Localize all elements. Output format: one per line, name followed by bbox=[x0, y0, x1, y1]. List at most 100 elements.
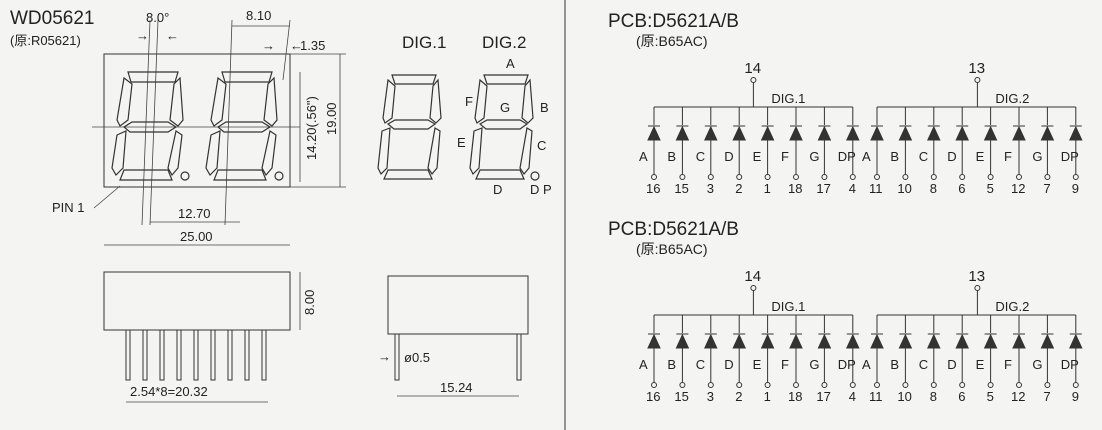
led-pin-terminal bbox=[1044, 382, 1051, 388]
pin-number: 16 bbox=[646, 389, 660, 404]
segment-name: D bbox=[724, 149, 733, 164]
pin-number: 6 bbox=[958, 389, 965, 404]
led-pin-terminal bbox=[707, 174, 714, 180]
circuit-title: PCB:D5621A/B bbox=[608, 219, 739, 240]
common-pin-terminal bbox=[750, 77, 757, 83]
segment-name: A bbox=[639, 149, 648, 164]
dim-row-spacing: 15.24 bbox=[440, 380, 473, 395]
segment-name: F bbox=[1004, 149, 1012, 164]
led-diode-icon bbox=[927, 125, 941, 141]
pin-number: 17 bbox=[816, 181, 830, 196]
led-pin-terminal bbox=[1072, 382, 1079, 388]
seg-letter-d: D bbox=[493, 182, 502, 197]
pin-number: 2 bbox=[735, 389, 742, 404]
segment-name: DP bbox=[1061, 149, 1079, 164]
led-pin-terminal bbox=[821, 174, 828, 180]
led-diode-icon bbox=[927, 333, 941, 349]
segment-name: C bbox=[696, 357, 705, 372]
led-diode-icon bbox=[647, 333, 661, 349]
dim-body-height: 19.00 bbox=[324, 102, 339, 135]
led-pin-terminal bbox=[821, 382, 828, 388]
segment-name: G bbox=[809, 357, 819, 372]
segment-name: F bbox=[781, 357, 789, 372]
digit-group-label: DIG.2 bbox=[995, 91, 1029, 106]
front-digit-2 bbox=[205, 71, 284, 181]
segment-name: C bbox=[919, 357, 928, 372]
segment-name: A bbox=[639, 357, 648, 372]
digit-group-label: DIG.1 bbox=[771, 91, 805, 106]
pin-number: 17 bbox=[816, 389, 830, 404]
seg-letter-c: C bbox=[537, 138, 546, 153]
led-pin-terminal bbox=[874, 174, 880, 180]
led-pin-terminal bbox=[764, 382, 771, 388]
seg-letter-a: A bbox=[506, 56, 515, 71]
pin-number: 10 bbox=[897, 389, 911, 404]
common-pin-terminal bbox=[974, 77, 981, 83]
segment-name: A bbox=[862, 149, 871, 164]
segment-name: F bbox=[1004, 357, 1012, 372]
pin-number: 8 bbox=[930, 389, 937, 404]
led-pin-terminal bbox=[902, 382, 909, 388]
side-body-outline bbox=[103, 271, 291, 331]
circuit-diagram-top: PCB:D5621A/B(原:B65AC)14DIG.1A16B15C3D2E1… bbox=[608, 11, 1083, 196]
led-diode-icon bbox=[760, 125, 775, 141]
seg-letter-f: F bbox=[465, 94, 473, 109]
segment-name: E bbox=[976, 149, 985, 164]
led-diode-icon bbox=[898, 333, 913, 349]
pin-number: 11 bbox=[869, 389, 883, 404]
id-digit-1 bbox=[377, 74, 442, 180]
pin-number: 11 bbox=[869, 181, 883, 196]
pin-number: 15 bbox=[674, 181, 688, 196]
end-pin-right bbox=[516, 333, 522, 381]
led-diode-icon bbox=[704, 125, 718, 141]
led-pin-terminal bbox=[764, 174, 771, 180]
led-diode-icon bbox=[1012, 333, 1026, 349]
original-model: (原:R05621) bbox=[10, 33, 81, 48]
pin-number: 15 bbox=[674, 389, 688, 404]
led-diode-icon bbox=[647, 125, 661, 141]
led-pin-terminal bbox=[930, 174, 937, 180]
pin1-label: PIN 1 bbox=[52, 200, 85, 215]
led-diode-icon bbox=[817, 333, 832, 349]
pin-number: 12 bbox=[1011, 389, 1025, 404]
led-diode-icon bbox=[1069, 125, 1083, 141]
led-diode-icon bbox=[1040, 333, 1055, 349]
common-pin-terminal bbox=[750, 285, 757, 291]
led-diode-icon bbox=[817, 125, 832, 141]
pin-number: 4 bbox=[849, 389, 856, 404]
led-pin-terminal bbox=[930, 382, 937, 388]
dim-pin-dia: ø0.5 bbox=[404, 350, 430, 365]
segment-name: DP bbox=[1061, 357, 1079, 372]
segment-name: D bbox=[947, 357, 956, 372]
arrow-right-icon-3: → bbox=[378, 349, 391, 364]
dim-seg-spacing: 8.10 bbox=[246, 8, 271, 23]
led-diode-icon bbox=[1012, 125, 1026, 141]
led-pin-terminal bbox=[849, 174, 856, 180]
dim-body-width: 25.00 bbox=[180, 229, 213, 244]
pin-number: 3 bbox=[707, 181, 714, 196]
segment-name: B bbox=[890, 357, 899, 372]
pin-number: 16 bbox=[646, 181, 660, 196]
led-diode-icon bbox=[870, 333, 884, 349]
pin1-leader bbox=[93, 185, 121, 209]
led-pin-terminal bbox=[1072, 174, 1079, 180]
circuit-title: PCB:D5621A/B bbox=[608, 11, 739, 32]
led-pin-terminal bbox=[679, 382, 686, 388]
pin-number: 4 bbox=[849, 181, 856, 196]
segment-name: F bbox=[781, 149, 789, 164]
led-pin-terminal bbox=[1016, 174, 1022, 180]
side-pins bbox=[125, 329, 267, 381]
front-digit-1 bbox=[111, 71, 190, 181]
arrow-right-icon: → bbox=[136, 28, 149, 43]
led-diode-icon bbox=[955, 333, 969, 349]
led-pin-terminal bbox=[793, 174, 799, 180]
segment-name: G bbox=[1032, 149, 1042, 164]
led-diode-icon bbox=[870, 125, 884, 141]
led-pin-terminal bbox=[959, 382, 966, 388]
led-pin-terminal bbox=[987, 174, 994, 180]
led-pin-terminal bbox=[793, 382, 799, 388]
end-body-outline bbox=[387, 275, 529, 335]
led-pin-terminal bbox=[651, 174, 657, 180]
led-pin-terminal bbox=[1044, 174, 1051, 180]
led-pin-terminal bbox=[959, 174, 966, 180]
